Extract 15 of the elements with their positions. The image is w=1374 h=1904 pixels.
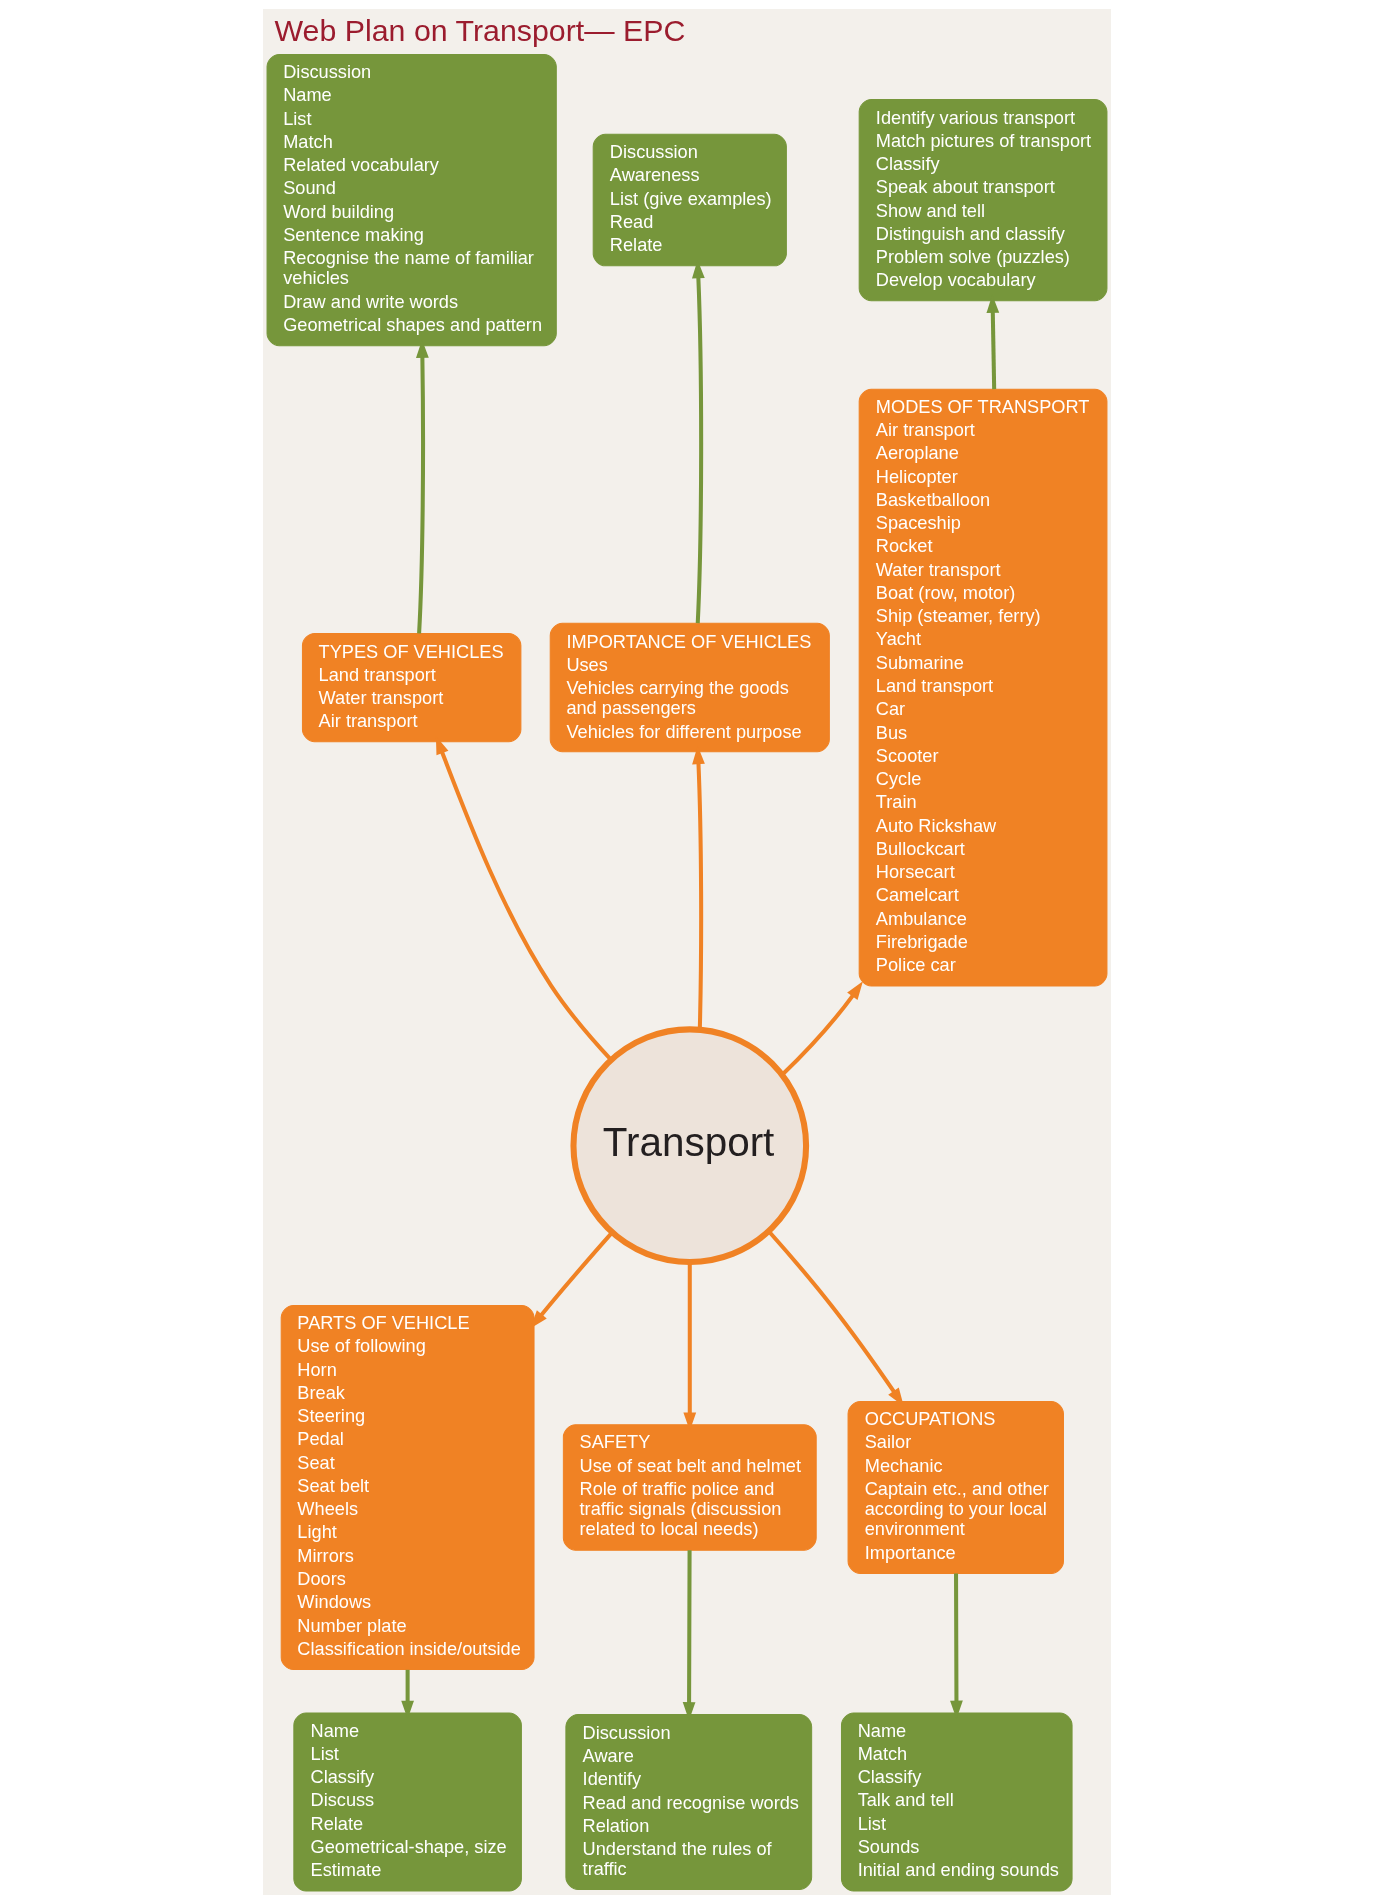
node-box: MODES OF TRANSPORT Air transport Aeroplane Helicopter Basketballoon Spaceship Rocket Water transport Boat (row, motor) Ship (steamer, ferry) Yacht Submarine Land transport Car Bus Scooter Cycle Train Auto Rickshaw Bullockcart Horsecart Camelcart Ambulance Firebrigade Police car — [858, 388, 1108, 987]
node-box: Name List Classify Discuss Relate Geometrical-shape, size Estimate — [293, 1712, 522, 1892]
node-box: Name Match Classify Talk and tell List Sounds Initial and ending sounds — [840, 1712, 1073, 1892]
node-box: IMPORTANCE OF VEHICLES Uses Vehicles carrying the goods and passengers Vehicles for different purpose — [549, 622, 830, 753]
node-box: OCCUPATIONS Sailor Mechanic Captain etc., and other according to your local environment Importance — [847, 1401, 1064, 1574]
node-box: PARTS OF VEHICLE Use of following Horn Break Steering Pedal Seat Seat belt Wheels Light Mirrors Doors Windows Number plate Classification inside/outside — [280, 1304, 535, 1671]
node-box: Discussion Awareness List (give examples) Read Relate — [592, 133, 787, 267]
node-box: Discussion Aware Identify Read and recognise words Relation Understand the rules of traffic — [565, 1714, 813, 1890]
node-box: Discussion Name List Match Related vocabulary Sound Word building Sentence making Recognise the name of familiar vehicles Draw and write words Geometrical shapes and pattern — [266, 53, 557, 347]
node-box: Identify various transport Match pictures of transport Classify Speak about transport Show and tell Distinguish and classify Problem solve (puzzles) Develop vocabulary — [858, 98, 1108, 302]
node-circle: Transport — [570, 1026, 810, 1265]
arrow — [780, 981, 863, 1077]
node-box: SAFETY Use of seat belt and helmet Role of traffic police and traffic signals (discussion related to local needs) — [562, 1424, 817, 1551]
node-box: TYPES OF VEHICLES Land transport Water transport Air transport — [301, 632, 522, 743]
diagram-title: Web Plan on Transport— EPC — [274, 14, 686, 48]
